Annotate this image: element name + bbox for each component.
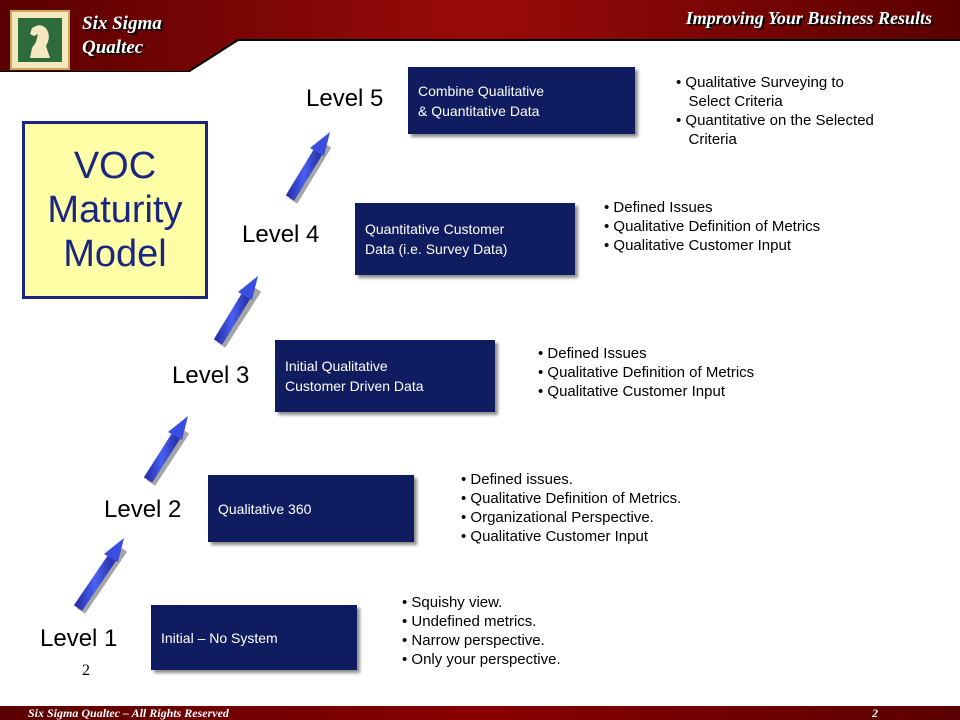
model-title: VOC Maturity Model — [47, 144, 182, 276]
company-logo — [10, 10, 70, 70]
arrow-level4-to-5 — [285, 132, 332, 204]
level-4-box-text: Quantitative Customer Data (i.e. Survey … — [365, 221, 508, 257]
page-number: 2 — [82, 662, 90, 679]
level-4-bullets: • Defined Issues • Qualitative Definitio… — [604, 198, 820, 255]
arrow-level1-to-2 — [73, 538, 128, 614]
list-item: • Qualitative Definition of Metrics — [538, 364, 755, 381]
header-tagline: Improving Your Business Results — [685, 8, 932, 28]
brand-name: Six Sigma Qualtec — [82, 12, 162, 60]
list-item: • Qualitative Customer Input — [461, 528, 649, 545]
arrow-level2-to-3 — [143, 416, 190, 486]
model-title-box: VOC Maturity Model — [22, 121, 208, 299]
level-5-bullets: • Qualitative Surveying to Select Criter… — [676, 73, 874, 149]
brand-line-2: Qualtec — [82, 37, 144, 58]
level-1-box-text: Initial – No System — [161, 629, 278, 646]
footer-page-number: 2 — [872, 706, 878, 720]
list-item: • Qualitative Customer Input — [604, 237, 792, 254]
level-1-label: Level 1 — [40, 625, 118, 652]
list-item: • Quantitative on the Selected — [676, 112, 874, 129]
level-2-label: Level 2 — [104, 496, 182, 523]
list-item: • Qualitative Definition of Metrics — [604, 218, 821, 235]
title-line-3: Model — [63, 233, 167, 275]
title-line-2: Maturity — [47, 189, 183, 231]
title-line-1: VOC — [73, 145, 157, 187]
level-5-box-text: Combine Qualitative & Quantitative Data — [418, 82, 545, 119]
level-3-label: Level 3 — [172, 362, 250, 389]
level-3-bullets: • Defined Issues • Qualitative Definitio… — [538, 344, 754, 401]
level-3-box: Initial Qualitative Customer Driven Data — [275, 340, 495, 412]
list-item: • Organizational Perspective. — [461, 509, 654, 526]
list-item: • Defined Issues — [538, 345, 647, 362]
level-2-box: Qualitative 360 — [208, 475, 414, 542]
list-item: Select Criteria — [676, 93, 783, 110]
list-item: • Qualitative Surveying to — [676, 74, 844, 91]
list-item: • Defined issues. — [461, 471, 573, 488]
level-3-box-text: Initial Qualitative Customer Driven Data — [285, 358, 424, 394]
level-2-box-text: Qualitative 360 — [218, 500, 312, 517]
level-1-box: Initial – No System — [151, 605, 357, 670]
arrow-level3-to-4 — [213, 276, 262, 348]
footer-bar: Six Sigma Qualtec – All Rights Reserved … — [0, 706, 960, 720]
header-background — [0, 0, 960, 72]
list-item: • Narrow perspective. — [402, 632, 545, 649]
list-item: Criteria — [676, 131, 737, 148]
level-2-bullets: • Defined issues. • Qualitative Definiti… — [461, 470, 681, 546]
list-item: • Qualitative Definition of Metrics. — [461, 490, 682, 507]
brand-line-1: Six Sigma — [82, 13, 162, 34]
footer-copyright: Six Sigma Qualtec – All Rights Reserved — [28, 706, 229, 720]
level-1-bullets: • Squishy view. • Undefined metrics. • N… — [402, 593, 561, 669]
list-item: • Only your perspective. — [402, 651, 561, 668]
list-item: • Defined Issues — [604, 199, 713, 216]
header-bar: Six Sigma Qualtec Improving Your Busines… — [0, 0, 960, 72]
level-4-label: Level 4 — [242, 221, 320, 248]
chess-knight-icon — [18, 18, 62, 62]
level-5-box: Combine Qualitative & Quantitative Data — [408, 67, 635, 134]
level-5-label: Level 5 — [306, 85, 384, 112]
level-4-box: Quantitative Customer Data (i.e. Survey … — [355, 203, 575, 275]
list-item: • Qualitative Customer Input — [538, 383, 726, 400]
list-item: • Squishy view. — [402, 594, 503, 611]
list-item: • Undefined metrics. — [402, 613, 537, 630]
